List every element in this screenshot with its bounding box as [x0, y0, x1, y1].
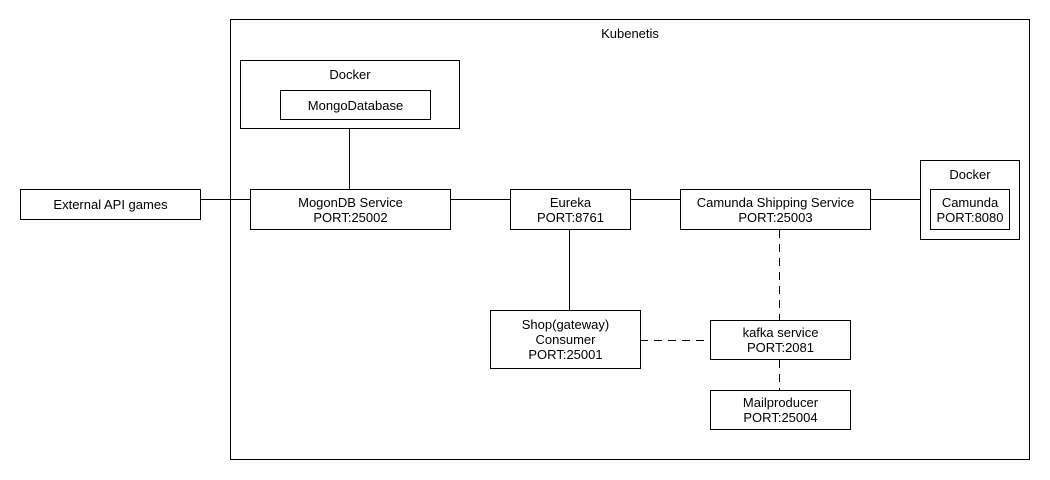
mongodatabase-node[interactable]: MongoDatabase [280, 90, 431, 120]
shop-gateway-name: Shop(gateway) [521, 317, 610, 332]
eureka-node[interactable]: Eureka PORT:8761 [510, 189, 631, 230]
eureka-port: PORT:8761 [537, 209, 604, 225]
kafka-service-port: PORT:2081 [747, 340, 814, 355]
camunda-port: PORT:8080 [936, 209, 1004, 225]
shop-gateway-role: Consumer [535, 332, 596, 347]
camunda-node[interactable]: Camunda PORT:8080 [930, 189, 1010, 230]
mailproducer-node[interactable]: Mailproducer PORT:25004 [710, 390, 851, 430]
mongo-service-port: PORT:25002 [313, 209, 388, 225]
kafka-service-name: kafka service [742, 325, 819, 340]
shop-gateway-node[interactable]: Shop(gateway) Consumer PORT:25001 [490, 310, 641, 369]
external-api-name: External API games [53, 197, 168, 212]
mongo-service-node[interactable]: MogonDB Service PORT:25002 [250, 189, 451, 230]
camunda-shipping-name: Camunda Shipping Service [696, 194, 855, 210]
kafka-service-node[interactable]: kafka service PORT:2081 [710, 320, 851, 360]
camunda-shipping-port: PORT:25003 [738, 209, 813, 225]
kubernetes-label: Kubenetis [601, 26, 659, 41]
docker-mongo-label: Docker [329, 67, 371, 82]
mailproducer-port: PORT:25004 [743, 410, 818, 425]
docker-camunda-label: Docker [949, 167, 991, 182]
camunda-shipping-node[interactable]: Camunda Shipping Service PORT:25003 [680, 189, 871, 230]
shop-gateway-port: PORT:25001 [528, 347, 603, 362]
camunda-name: Camunda [941, 194, 999, 210]
external-api-node[interactable]: External API games [20, 189, 201, 220]
eureka-name: Eureka [549, 194, 592, 210]
mailproducer-name: Mailproducer [742, 395, 819, 410]
mongodatabase-name: MongoDatabase [307, 97, 404, 113]
mongo-service-name: MogonDB Service [298, 194, 403, 210]
